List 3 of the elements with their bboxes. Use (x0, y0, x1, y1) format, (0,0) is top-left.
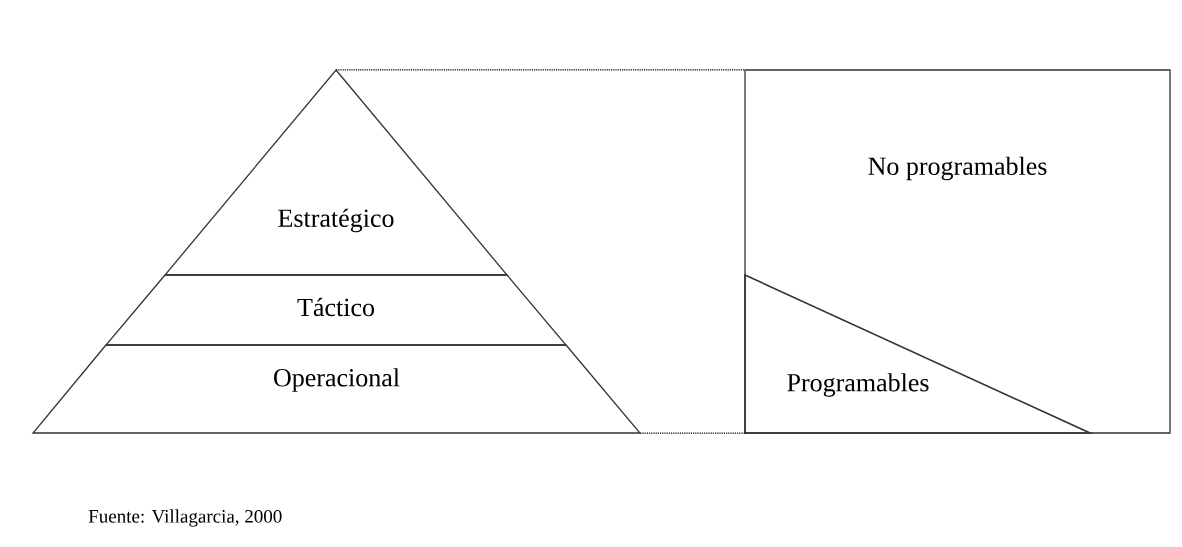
connector-line (639, 432, 746, 434)
connector-line (335, 69, 746, 71)
caption: Fuente: Villagarcia, 2000 (88, 509, 282, 527)
